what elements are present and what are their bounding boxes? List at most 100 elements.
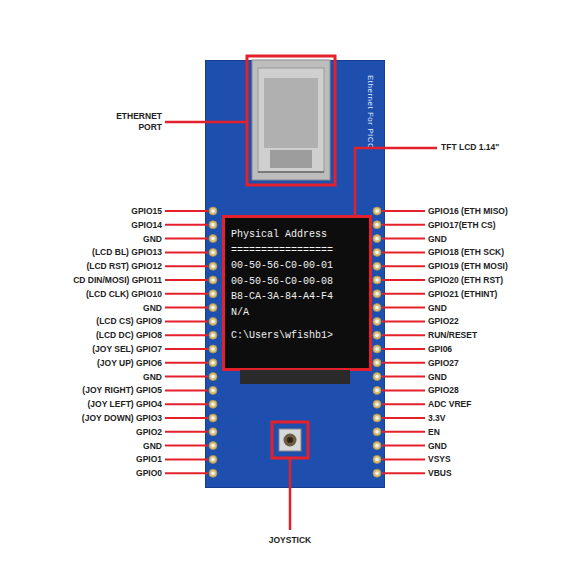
pin-wire — [382, 224, 425, 226]
pin-wire — [165, 251, 208, 253]
pcb-board: Ethernet For PICO Physical Address=======… — [205, 60, 385, 488]
pin-label: GPIO0 — [136, 467, 162, 479]
lcd-screen: Physical Address=================00-50-5… — [222, 215, 372, 371]
pin-label: GPIO2 — [136, 426, 162, 438]
pin-wire — [165, 238, 208, 240]
screen-text: N/A — [231, 305, 369, 321]
pin-label: (LCD BL) GPIO13 — [92, 246, 162, 258]
pin-label: GND — [428, 371, 447, 383]
pin-pad — [373, 442, 381, 450]
pin-hole — [375, 306, 379, 310]
pin-hole — [375, 333, 379, 337]
pin-hole — [211, 430, 215, 434]
pin-label: (JOY LEFT) GPIO4 — [88, 398, 162, 410]
board-title: Ethernet For PICO — [366, 75, 375, 150]
pin-wire — [382, 445, 425, 447]
pin-pad — [373, 317, 381, 325]
pin-pad — [373, 235, 381, 243]
screen-text: C:\Users\wfishb1> — [231, 328, 369, 344]
pin-label: GPIO14 — [131, 219, 162, 231]
pin-wire — [382, 472, 425, 474]
pin-wire — [165, 307, 208, 309]
pin-wire — [165, 431, 208, 433]
pin-wire — [382, 320, 425, 322]
pin-label: GPIO20 (ETH RST) — [428, 274, 503, 286]
callout-box — [272, 422, 308, 458]
pin-hole — [375, 471, 379, 475]
pin-pad — [373, 359, 381, 367]
pin-label: (LCD DC) GPIO8 — [96, 329, 162, 341]
pin-label: GPIO21 (ETHINT) — [428, 288, 497, 300]
pin-hole — [375, 223, 379, 227]
pin-hole — [375, 292, 379, 296]
pin-wire — [165, 279, 208, 281]
pin-wire — [165, 293, 208, 295]
pin-hole — [211, 416, 215, 420]
pin-pad — [209, 235, 217, 243]
pin-wire — [165, 403, 208, 405]
screen-text: 00-50-56-C0-00-01 — [231, 258, 369, 274]
pin-pad — [373, 469, 381, 477]
pin-label: GPIO15 — [131, 205, 162, 217]
pin-pad — [373, 290, 381, 298]
leader-line — [289, 458, 292, 530]
pin-hole — [211, 444, 215, 448]
pin-pad — [209, 304, 217, 312]
screen-text: B8-CA-3A-84-A4-F4 — [231, 289, 369, 305]
pin-label: GND — [428, 302, 447, 314]
pin-hole — [211, 223, 215, 227]
pin-label: 3.3V — [428, 412, 446, 424]
pin-label: GPIO16 (ETH MISO) — [428, 205, 508, 217]
pin-pad — [209, 290, 217, 298]
pin-label: (LCD RST) GPIO12 — [86, 260, 162, 272]
ethernet-jack — [252, 60, 330, 180]
pin-hole — [211, 347, 215, 351]
pin-label: GND — [143, 371, 162, 383]
pin-label: GPIO17(ETH CS) — [428, 219, 496, 231]
pin-wire — [382, 279, 425, 281]
pin-wire — [165, 224, 208, 226]
joystick-symbol — [279, 429, 301, 451]
pin-label: GND — [143, 440, 162, 452]
pin-pad — [209, 262, 217, 270]
pin-wire — [165, 265, 208, 267]
pin-wire — [165, 210, 208, 212]
pin-wire — [382, 251, 425, 253]
pin-wire — [382, 210, 425, 212]
pin-wire — [382, 307, 425, 309]
pin-label: (JOY UP) GPIO6 — [97, 357, 162, 369]
pin-hole — [211, 458, 215, 462]
pin-label: (LCD CLK) GPIO10 — [86, 288, 162, 300]
pin-pad — [373, 345, 381, 353]
pin-wire — [165, 348, 208, 350]
screen-text: ================= — [231, 243, 369, 259]
pin-label: GND — [428, 233, 447, 245]
lcd-ribbon — [240, 370, 350, 384]
pin-pad — [209, 221, 217, 229]
pin-wire — [165, 472, 208, 474]
pin-pad — [209, 317, 217, 325]
pin-wire — [382, 431, 425, 433]
pin-pad — [373, 428, 381, 436]
pin-label: VSYS — [428, 453, 451, 465]
pin-hole — [375, 430, 379, 434]
pin-hole — [211, 264, 215, 268]
pin-label: (JOY DOWN) GPIO3 — [82, 412, 162, 424]
pin-pad — [373, 331, 381, 339]
pin-label: GPIO28 — [428, 384, 459, 396]
callout-box — [247, 56, 335, 185]
pin-label: EN — [428, 426, 440, 438]
pin-hole — [375, 416, 379, 420]
pin-label: GPIO22 — [428, 315, 459, 327]
pin-hole — [375, 237, 379, 241]
pin-pad — [209, 359, 217, 367]
pin-pad — [209, 386, 217, 394]
pin-wire — [382, 362, 425, 364]
pin-hole — [375, 458, 379, 462]
screen-text: 00-50-56-C0-00-08 — [231, 274, 369, 290]
pin-wire — [382, 348, 425, 350]
pin-wire — [382, 458, 425, 460]
pin-wire — [165, 320, 208, 322]
leader-line — [165, 121, 247, 124]
